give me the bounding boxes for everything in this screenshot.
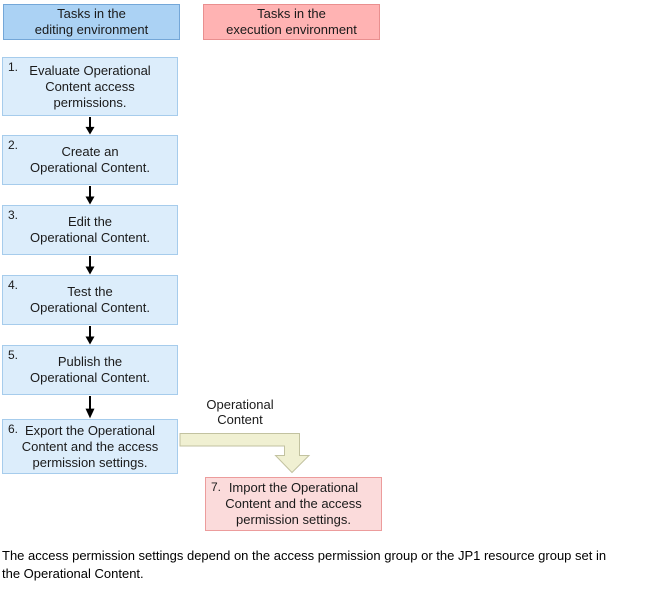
step-number: 5. [8, 348, 19, 362]
step-text: Export the Operational Content and the a… [21, 422, 159, 470]
step-1-evaluate-permissions: 1. Evaluate Operational Content access p… [2, 57, 178, 116]
step-6-export-content: 6. Export the Operational Content and th… [2, 419, 178, 474]
bent-transfer-arrow-icon [179, 433, 311, 474]
step-4-test-content: 4. Test the Operational Content. [2, 275, 178, 325]
down-arrow-icon [85, 256, 95, 275]
step-text: Edit the Operational Content. [30, 214, 150, 245]
step-text: Create an Operational Content. [30, 144, 150, 175]
step-number: 2. [8, 138, 19, 152]
execution-environment-header: Tasks in the execution environment [203, 4, 380, 40]
down-arrow-icon [85, 117, 95, 135]
editing-environment-header: Tasks in the editing environment [3, 4, 180, 40]
step-number: 4. [8, 278, 19, 292]
step-5-publish-content: 5. Publish the Operational Content. [2, 345, 178, 395]
step-7-import-content: 7. Import the Operational Content and th… [205, 477, 382, 531]
step-number: 7. [211, 480, 222, 494]
step-number: 3. [8, 208, 19, 222]
step-number: 1. [8, 60, 19, 74]
footer-note: The access permission settings depend on… [2, 548, 607, 581]
step-3-edit-content: 3. Edit the Operational Content. [2, 205, 178, 255]
step-2-create-content: 2. Create an Operational Content. [2, 135, 178, 185]
step-number: 6. [8, 422, 19, 436]
down-arrow-icon [85, 186, 95, 205]
step-text: Import the Operational Content and the a… [225, 480, 362, 527]
down-arrow-icon [85, 326, 95, 345]
step-text: Test the Operational Content. [30, 284, 150, 315]
step-text: Evaluate Operational Content access perm… [29, 62, 151, 110]
step-text: Publish the Operational Content. [30, 354, 150, 385]
down-arrow-icon [85, 396, 95, 419]
transfer-arrow-label: Operational Content [206, 397, 274, 427]
